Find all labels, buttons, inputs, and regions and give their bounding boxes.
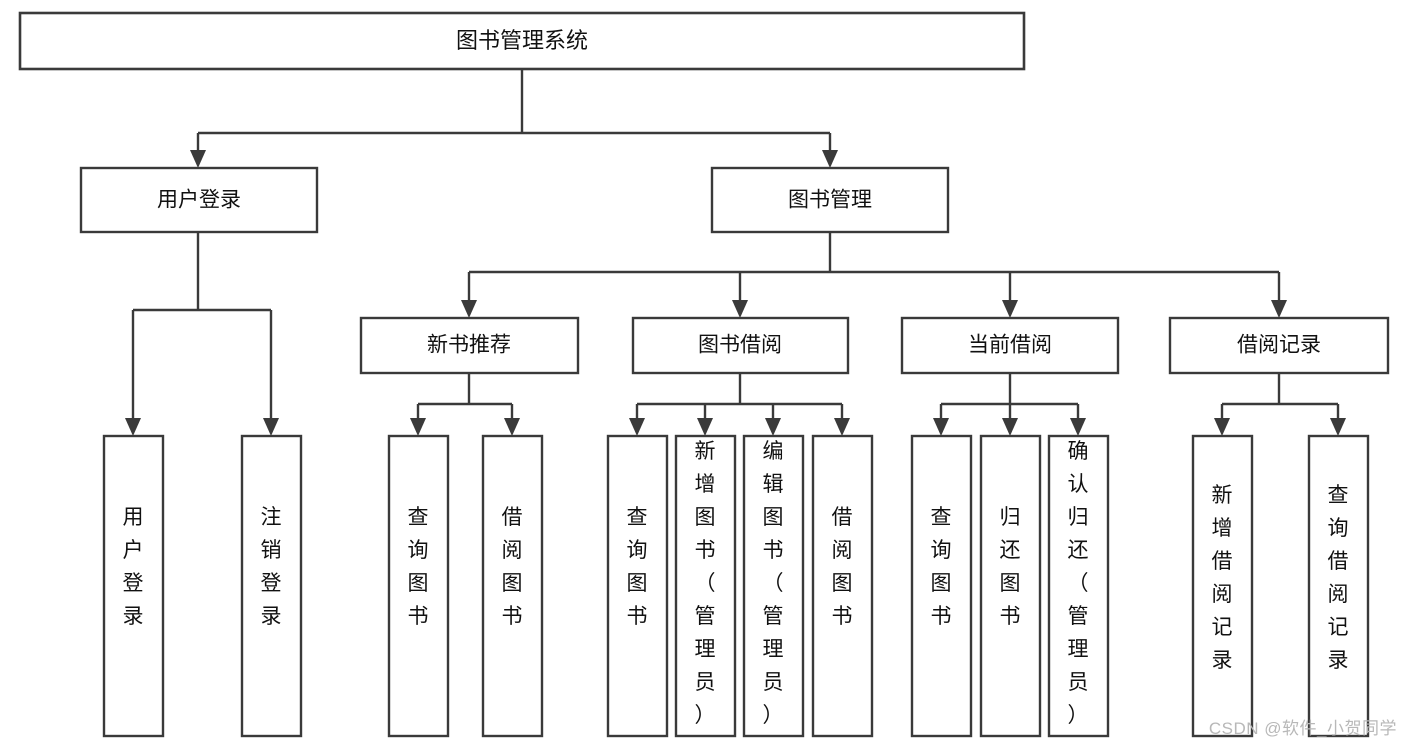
node-leaf-borrow-book-label: 借阅图书 (832, 506, 853, 628)
connector-group-borrowrecord-to-leaves (1214, 373, 1346, 436)
node-book-management-box[interactable] (710, 166, 950, 234)
node-leaf-user-login[interactable]: 用户登录 (102, 434, 165, 738)
node-leaf-logout[interactable]: 注销登录 (240, 434, 303, 738)
node-leaf-newbook-borrow-label: 借阅图书 (502, 506, 523, 628)
node-leaf-current-return-label: 归还图书 (1000, 506, 1021, 628)
arrow-head-icon (1070, 418, 1086, 436)
node-leaf-borrow-add-label: 新增图书（管理员） (695, 440, 716, 727)
node-current-borrow-label: 当前借阅 (968, 334, 1052, 357)
connector-group-bookmgmt-to-level2 (461, 232, 1287, 318)
node-leaf-current-confirm-box[interactable] (1047, 434, 1110, 738)
node-leaf-record-query-label: 查询借阅记录 (1328, 484, 1349, 672)
arrow-head-icon (765, 418, 781, 436)
node-leaf-current-query-box[interactable] (910, 434, 973, 738)
arrow-head-icon (504, 418, 520, 436)
node-book-borrow[interactable]: 图书借阅 (631, 316, 850, 375)
arrow-head-icon (629, 418, 645, 436)
node-new-book-recommend[interactable]: 新书推荐 (359, 316, 580, 375)
node-leaf-record-add-label: 新增借阅记录 (1212, 484, 1233, 672)
node-leaf-current-confirm-label: 确认归还（管理员） (1068, 440, 1089, 727)
node-borrow-record[interactable]: 借阅记录 (1168, 316, 1390, 375)
node-leaf-borrow-edit-box[interactable] (742, 434, 805, 738)
node-leaf-logout-label: 注销登录 (261, 506, 282, 628)
node-leaf-record-add-box[interactable] (1191, 434, 1254, 738)
node-book-management[interactable]: 图书管理 (710, 166, 950, 234)
arrow-head-icon (822, 150, 838, 168)
arrow-head-icon (1214, 418, 1230, 436)
connector-group-newbook-to-leaves (410, 373, 520, 436)
node-leaf-borrow-query-label: 查询图书 (627, 506, 648, 628)
node-borrow-record-box[interactable] (1168, 316, 1390, 375)
connector-group-userlogin-to-leaves (125, 232, 279, 436)
node-user-login-label: 用户登录 (157, 189, 241, 212)
node-leaf-current-return[interactable]: 归还图书 (979, 434, 1042, 738)
arrow-head-icon (461, 300, 477, 318)
connector-group-bookborrow-to-leaves (629, 373, 850, 436)
node-leaf-borrow-edit-label: 编辑图书（管理员） (763, 440, 784, 727)
node-leaf-newbook-query-label: 查询图书 (408, 506, 429, 628)
arrow-head-icon (1271, 300, 1287, 318)
arrow-head-icon (697, 418, 713, 436)
node-user-login-box[interactable] (79, 166, 319, 234)
arrow-head-icon (834, 418, 850, 436)
node-borrow-record-label: 借阅记录 (1237, 334, 1321, 357)
node-user-login[interactable]: 用户登录 (79, 166, 319, 234)
arrow-head-icon (263, 418, 279, 436)
node-book-management-label: 图书管理 (788, 189, 872, 212)
node-leaf-borrow-add-box[interactable] (674, 434, 737, 738)
node-leaf-logout-box[interactable] (240, 434, 303, 738)
node-leaf-newbook-query[interactable]: 查询图书 (387, 434, 450, 738)
node-new-book-recommend-box[interactable] (359, 316, 580, 375)
node-book-borrow-box[interactable] (631, 316, 850, 375)
node-root[interactable]: 图书管理系统 (18, 11, 1026, 71)
node-leaf-user-login-box[interactable] (102, 434, 165, 738)
arrow-head-icon (125, 418, 141, 436)
node-leaf-borrow-book-box[interactable] (811, 434, 874, 738)
node-leaf-record-add[interactable]: 新增借阅记录 (1191, 434, 1254, 738)
arrow-head-icon (410, 418, 426, 436)
node-leaf-newbook-borrow[interactable]: 借阅图书 (481, 434, 544, 738)
node-leaf-current-query[interactable]: 查询图书 (910, 434, 973, 738)
node-leaf-current-return-box[interactable] (979, 434, 1042, 738)
arrow-head-icon (933, 418, 949, 436)
arrow-head-icon (1002, 418, 1018, 436)
node-leaf-current-query-label: 查询图书 (931, 506, 952, 628)
arrow-head-icon (732, 300, 748, 318)
node-leaf-borrow-edit[interactable]: 编辑图书（管理员） (742, 434, 805, 738)
node-leaf-borrow-query[interactable]: 查询图书 (606, 434, 669, 738)
connector-group-currentborrow-to-leaves (933, 373, 1086, 436)
node-leaf-borrow-query-box[interactable] (606, 434, 669, 738)
node-new-book-recommend-label: 新书推荐 (427, 334, 511, 357)
node-book-borrow-label: 图书借阅 (698, 334, 782, 357)
node-leaf-newbook-borrow-box[interactable] (481, 434, 544, 738)
node-leaf-borrow-add[interactable]: 新增图书（管理员） (674, 434, 737, 738)
arrow-head-icon (190, 150, 206, 168)
node-leaf-newbook-query-box[interactable] (387, 434, 450, 738)
node-leaf-user-login-label: 用户登录 (123, 506, 144, 628)
node-leaf-record-query[interactable]: 查询借阅记录 (1307, 434, 1370, 738)
node-leaf-current-confirm[interactable]: 确认归还（管理员） (1047, 434, 1110, 738)
node-leaf-borrow-book[interactable]: 借阅图书 (811, 434, 874, 738)
node-root-box[interactable] (18, 11, 1026, 71)
node-current-borrow-box[interactable] (900, 316, 1120, 375)
arrow-head-icon (1330, 418, 1346, 436)
node-current-borrow[interactable]: 当前借阅 (900, 316, 1120, 375)
node-root-label: 图书管理系统 (456, 28, 588, 53)
connector-group-root-to-level1 (190, 70, 838, 168)
node-leaf-record-query-box[interactable] (1307, 434, 1370, 738)
arrow-head-icon (1002, 300, 1018, 318)
